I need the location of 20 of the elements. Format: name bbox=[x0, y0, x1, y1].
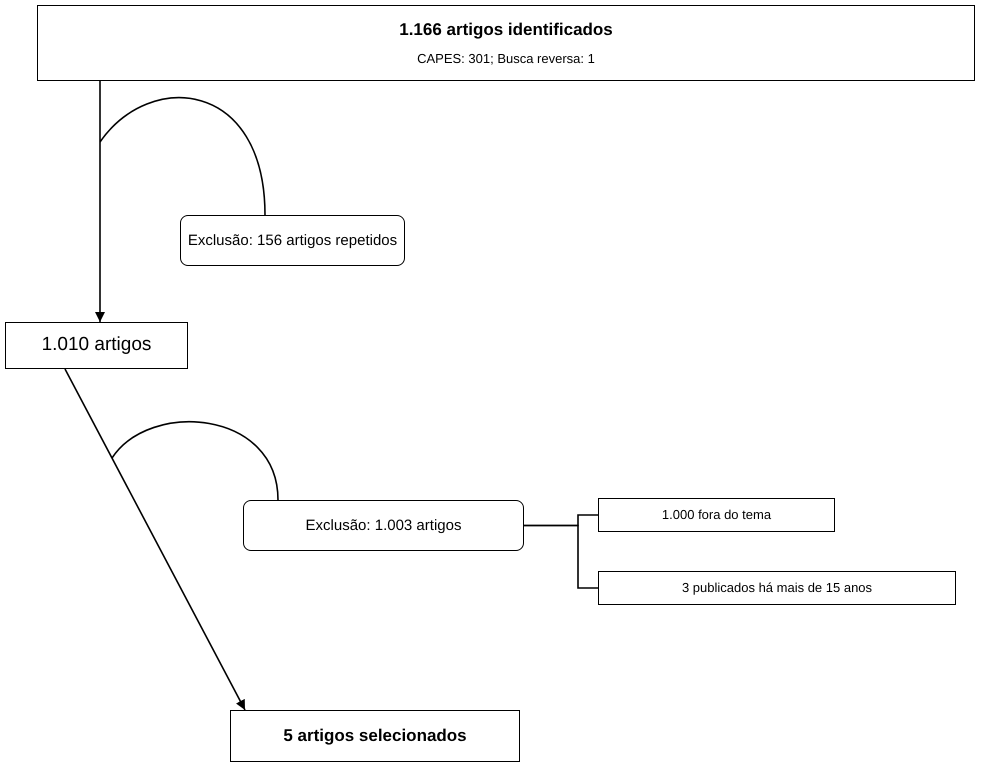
connector-line bbox=[524, 524, 598, 589]
connector-line bbox=[99, 97, 266, 216]
connector-line bbox=[111, 421, 279, 500]
process-box bbox=[598, 498, 835, 532]
process-box bbox=[598, 571, 956, 605]
rounded-box bbox=[243, 500, 524, 551]
process-box bbox=[230, 710, 520, 762]
process-box bbox=[37, 5, 975, 81]
box-label: 1.166 artigos identificados bbox=[399, 18, 613, 41]
box-label: 1.010 artigos bbox=[42, 333, 152, 358]
box-label: 5 artigos selecionados bbox=[283, 724, 467, 747]
box-label: 3 publicados há mais de 15 anos bbox=[682, 580, 872, 596]
arrow bbox=[95, 81, 105, 322]
box-label: 1.000 fora do tema bbox=[662, 506, 772, 524]
process-box bbox=[5, 322, 188, 369]
arrow bbox=[64, 368, 246, 710]
box-detail: CAPES: 301; Busca reversa: 1 bbox=[417, 50, 595, 68]
rounded-box bbox=[180, 215, 405, 266]
box-label: Exclusão: 156 artigos repetidos bbox=[188, 230, 398, 250]
box-label: Exclusão: 1.003 artigos bbox=[306, 516, 462, 536]
